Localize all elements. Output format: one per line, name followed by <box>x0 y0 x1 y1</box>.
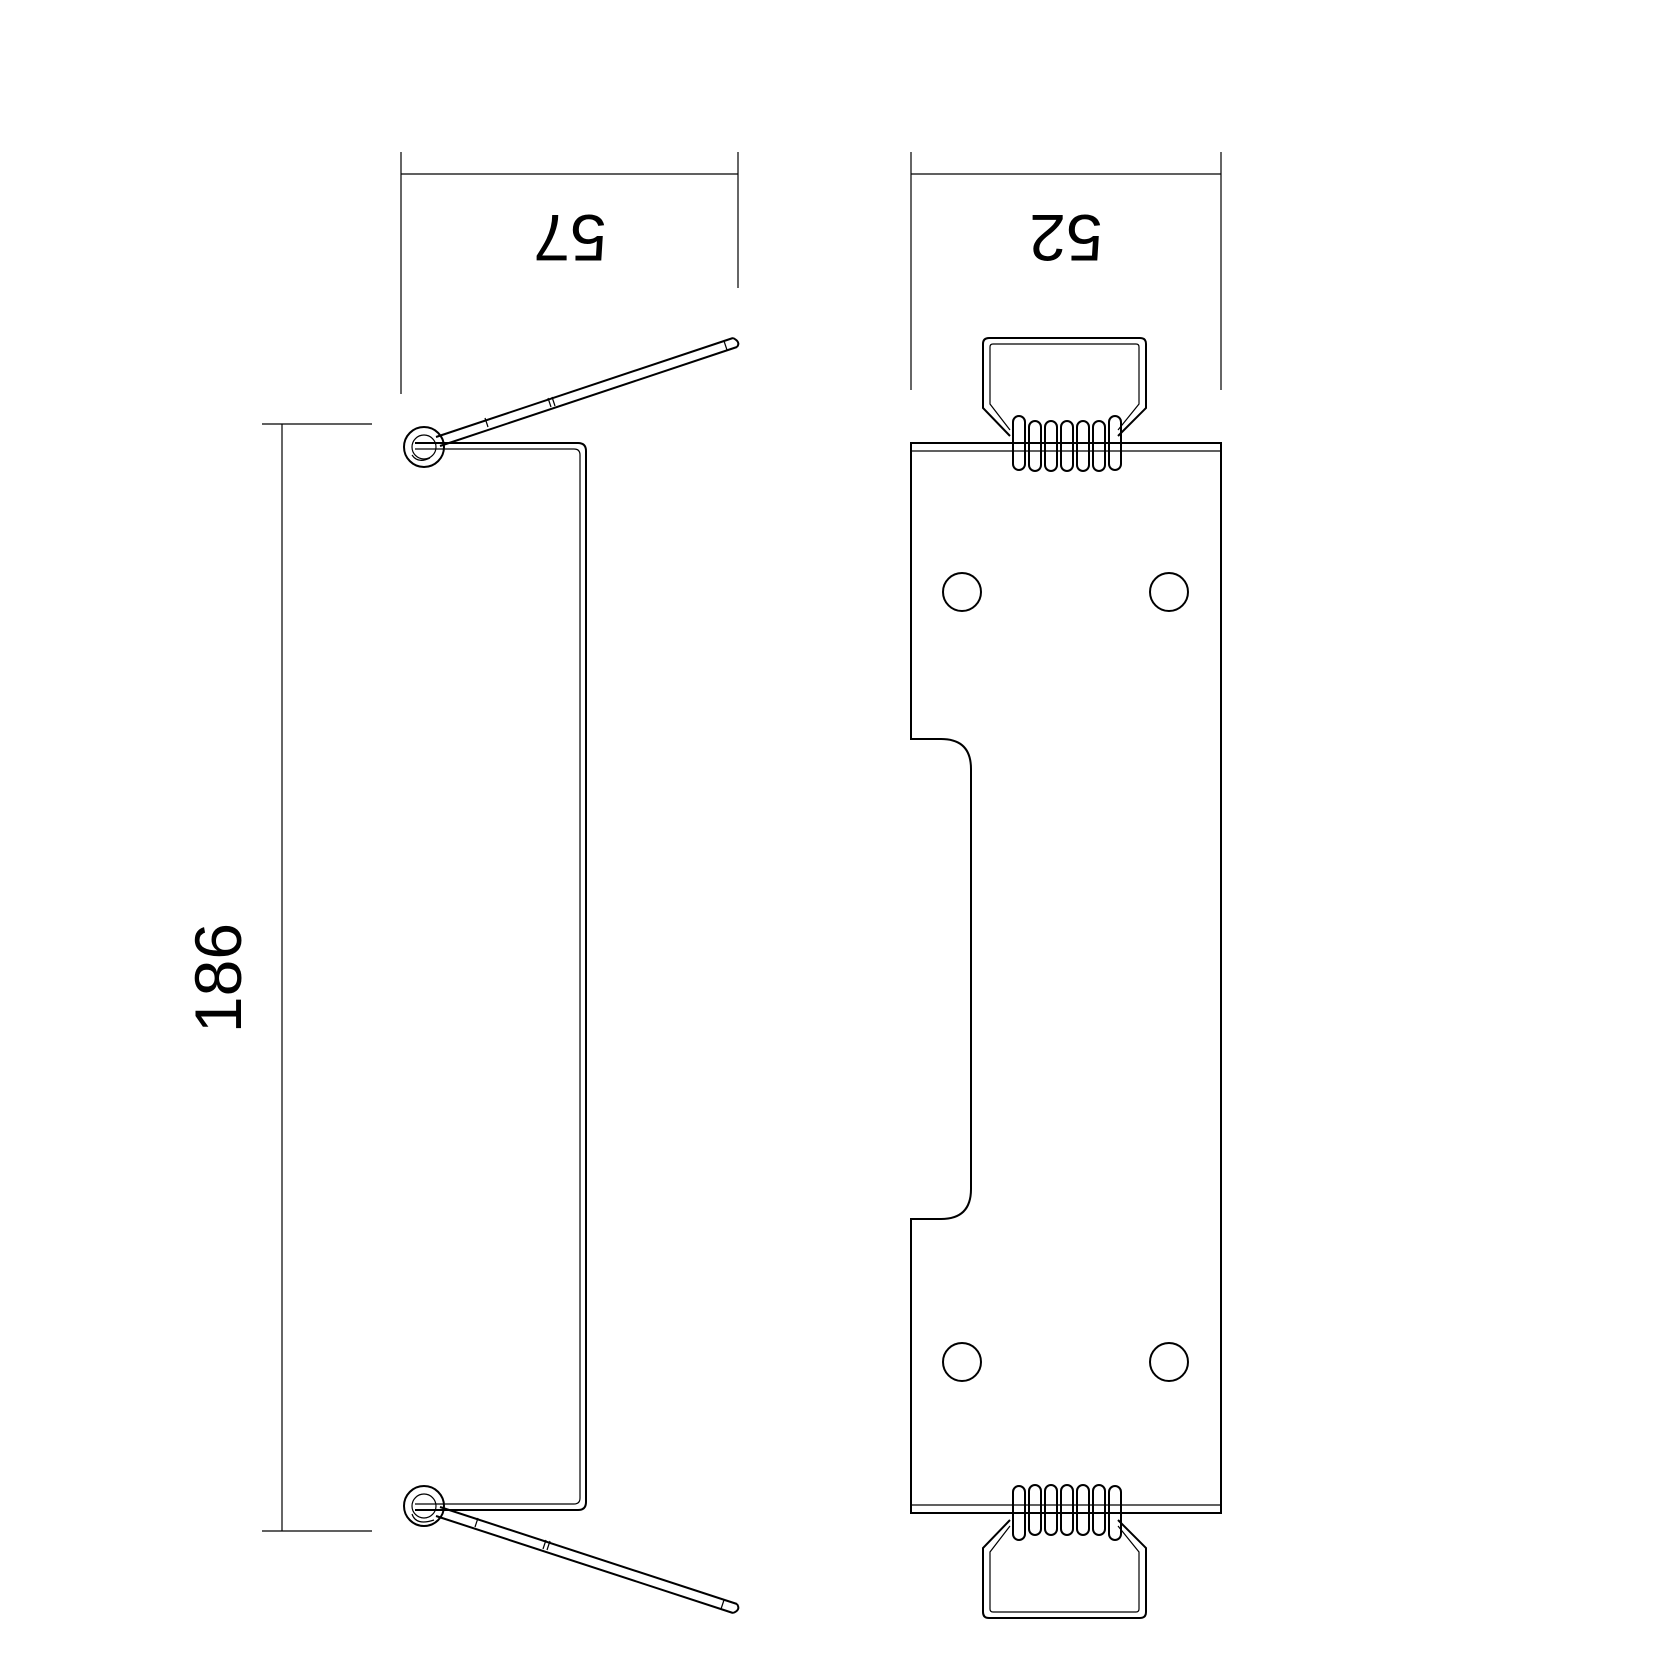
dimension-front-width: 52 <box>910 152 1222 390</box>
dimension-side-width: 57 <box>400 152 739 394</box>
top-spring-arm <box>435 337 740 447</box>
front-view-top-spring <box>982 337 1147 472</box>
top-coil <box>1012 415 1122 472</box>
front-view-plate <box>910 442 1222 1514</box>
dimension-label-height: 186 <box>181 923 255 1033</box>
mounting-hole-top-left <box>942 572 982 612</box>
top-eyelet <box>403 426 445 468</box>
dimension-label-side-width: 57 <box>533 201 606 275</box>
mounting-hole-bottom-left <box>942 1342 982 1382</box>
side-view-spring-clip <box>403 337 740 1614</box>
mounting-hole-bottom-right <box>1149 1342 1189 1382</box>
dimension-height: 186 <box>181 423 372 1532</box>
bottom-coil <box>1012 1484 1122 1541</box>
bottom-eyelet <box>403 1485 445 1527</box>
bottom-spring-arm <box>435 1506 740 1614</box>
mounting-hole-top-right <box>1149 572 1189 612</box>
front-view-bottom-spring <box>982 1484 1147 1619</box>
dimension-label-front-width: 52 <box>1029 201 1102 275</box>
